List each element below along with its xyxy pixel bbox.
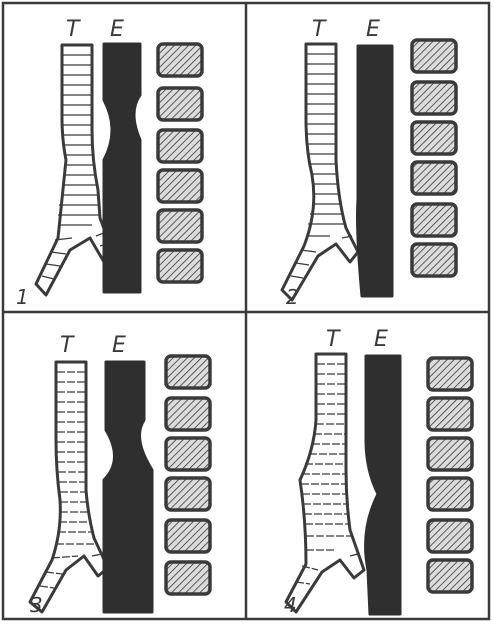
- vertebrae-3: [166, 356, 210, 594]
- trachea-label-3: T: [60, 333, 75, 358]
- panel-number-3: 3: [30, 593, 43, 617]
- panel-2: T E 2: [282, 17, 456, 309]
- esophagus-4: [366, 356, 400, 614]
- trachea-label-2: T: [312, 17, 327, 42]
- esophagus-1: [104, 44, 140, 292]
- trachea-4: [286, 354, 364, 612]
- panel-number-1: 1: [16, 285, 29, 309]
- esophagus-2: [358, 46, 393, 296]
- esophagus-3: [104, 362, 152, 612]
- esophagus-label-2: E: [366, 17, 380, 42]
- vertebrae-1: [158, 44, 202, 282]
- vertebrae-4: [428, 358, 472, 592]
- panel-4: T E 4: [284, 327, 472, 617]
- trachea-1: [36, 45, 112, 295]
- vertebrae-2: [412, 40, 456, 276]
- panel-3: T E 3: [30, 333, 210, 617]
- esophagus-label-4: E: [374, 327, 388, 352]
- esophagus-label-3: E: [112, 333, 126, 358]
- trachea-2: [282, 44, 358, 300]
- esophagus-label-1: E: [110, 17, 124, 42]
- trachea-3: [30, 362, 108, 612]
- trachea-label-4: T: [326, 327, 341, 352]
- trachea-label-1: T: [66, 17, 81, 42]
- panel-number-2: 2: [286, 285, 299, 309]
- panel-1: T E 1: [16, 17, 202, 309]
- panel-number-4: 4: [284, 593, 297, 617]
